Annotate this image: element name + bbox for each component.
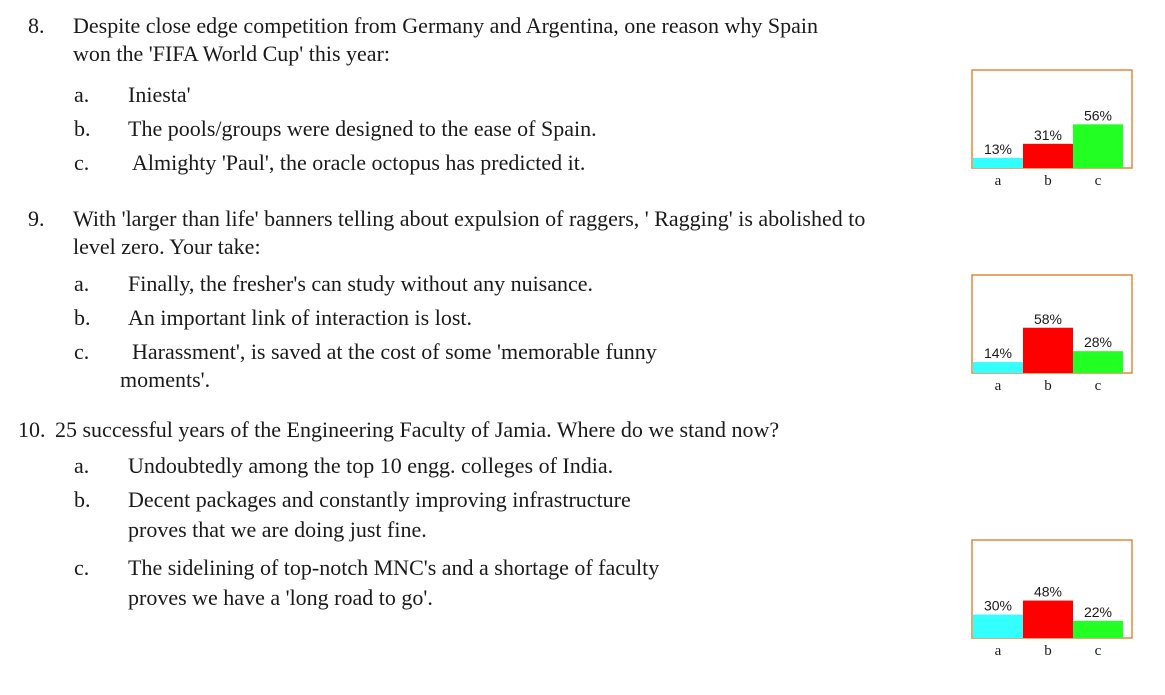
bar-chart-svg: 30% a 48% b 22% c: [971, 539, 1133, 659]
bar-value-label: 56%: [1084, 107, 1112, 123]
option-letter: b.: [74, 305, 91, 330]
bar-value-label: 13%: [984, 141, 1012, 157]
option-text: Undoubtedly among the top 10 engg. colle…: [128, 453, 614, 478]
option-letter: c.: [74, 339, 90, 364]
option-text: Decent packages and constantly improving…: [128, 487, 631, 512]
bar-a: [973, 157, 1023, 168]
bar-value-label: 30%: [984, 598, 1012, 614]
option-letter: c.: [74, 150, 90, 175]
bar-chart-svg: 14% a 58% b 28% c: [971, 274, 1133, 394]
category-label: a: [995, 173, 1002, 189]
option-text-continued: moments'.: [120, 367, 211, 392]
option-text-continued: proves we have a 'long road to go'.: [128, 585, 433, 610]
bar-b: [1023, 600, 1073, 638]
bar-a: [973, 614, 1023, 638]
option-letter: a.: [74, 82, 90, 107]
bar-chart-svg: 13% a 31% b 56% c: [971, 69, 1133, 189]
question-number: 8.: [28, 13, 45, 38]
category-label: c: [1095, 173, 1102, 189]
bar-b: [1023, 143, 1073, 168]
option-text: Harassment', is saved at the cost of som…: [132, 339, 657, 364]
option-text: Finally, the fresher's can study without…: [128, 271, 594, 296]
bar-b: [1023, 327, 1073, 373]
category-label: b: [1044, 643, 1052, 659]
bar-a: [973, 362, 1023, 373]
bar-c: [1073, 351, 1123, 373]
question-text: 8. Despite close edge competition from Ge…: [28, 12, 1138, 68]
option-letter: b.: [74, 116, 91, 141]
bar-value-label: 48%: [1034, 584, 1062, 600]
option-letter: a.: [74, 453, 90, 478]
question-text: 9. With 'larger than life' banners tellin…: [28, 205, 1138, 261]
question-text: 10. 25 successful years of the Engineerin…: [18, 416, 1128, 444]
bar-value-label: 58%: [1034, 311, 1062, 327]
category-label: a: [995, 378, 1002, 394]
bar-value-label: 28%: [1084, 334, 1112, 350]
question-line-1: Despite close edge competition from Germ…: [73, 13, 818, 38]
option-letter: b.: [74, 487, 91, 512]
option-text: An important link of interaction is lost…: [128, 305, 473, 330]
option-text: Iniesta': [128, 82, 191, 107]
option-text-continued: proves that we are doing just fine.: [128, 517, 427, 542]
option-letter: a.: [74, 271, 90, 296]
bar-value-label: 22%: [1084, 604, 1112, 620]
bar-value-label: 31%: [1034, 127, 1062, 143]
question-number: 9.: [28, 206, 45, 231]
category-label: b: [1044, 378, 1052, 394]
question-line-1: 25 successful years of the Engineering F…: [55, 417, 780, 442]
bar-value-label: 14%: [984, 345, 1012, 361]
category-label: a: [995, 643, 1002, 659]
question-number: 10.: [18, 417, 46, 442]
question-line-2: won the 'FIFA World Cup' this year:: [73, 41, 391, 66]
option-text: Almighty 'Paul', the oracle octopus has …: [132, 150, 586, 175]
option-text: The sidelining of top-notch MNC's and a …: [128, 555, 660, 580]
poll-chart-q9: 14% a 58% b 28% c: [970, 273, 1134, 399]
option-letter: c.: [74, 555, 90, 580]
category-label: c: [1095, 643, 1102, 659]
bar-c: [1073, 124, 1123, 168]
option-text: The pools/groups were designed to the ea…: [128, 116, 597, 141]
poll-chart-q10: 30% a 48% b 22% c: [970, 538, 1134, 664]
category-label: c: [1095, 378, 1102, 394]
question-line-2: level zero. Your take:: [73, 234, 261, 259]
category-label: b: [1044, 173, 1052, 189]
bar-c: [1073, 620, 1123, 638]
poll-chart-q8: 13% a 31% b 56% c: [970, 68, 1134, 194]
question-line-1: With 'larger than life' banners telling …: [73, 206, 866, 231]
